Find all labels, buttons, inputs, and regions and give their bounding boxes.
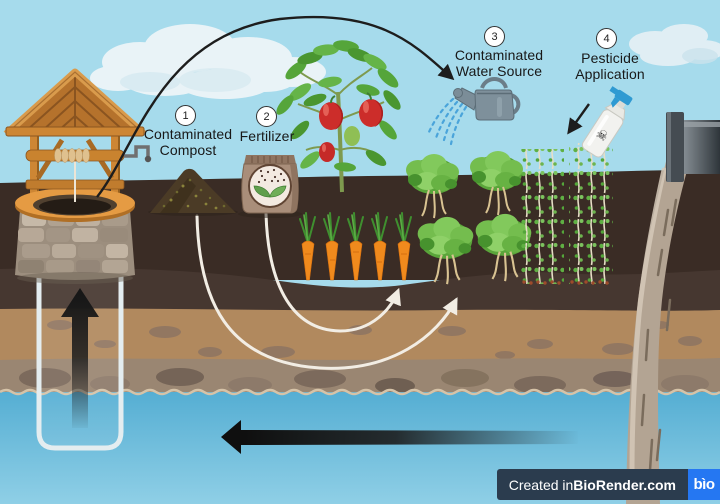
spray-bottle-icon: ☠ — [581, 86, 633, 158]
drain-pipe — [666, 112, 720, 182]
well-post-left — [30, 128, 39, 206]
well-crank — [124, 145, 150, 158]
well-casing — [36, 262, 124, 451]
watering-can-icon — [427, 77, 521, 146]
step-4-badge: 4 — [596, 28, 617, 49]
credit-brand: BioRender.com — [573, 476, 676, 493]
sand-layer — [0, 308, 720, 368]
step-2-label: Fertilizer — [239, 128, 295, 144]
cloud-left — [90, 24, 326, 99]
step-3-badge: 3 — [484, 26, 505, 47]
step-1-badge: 1 — [175, 105, 196, 126]
water-droplets — [427, 97, 468, 146]
credit-prefix: Created in — [508, 476, 574, 493]
arrow-well-to-watering-can — [96, 15, 455, 198]
wastewater-stream — [626, 152, 690, 504]
fertilizer-bag — [238, 155, 302, 218]
well-roof — [3, 68, 147, 137]
biorender-credit-bar: Created in BioRender.com — [496, 469, 688, 500]
step-3-label: Contaminated Water Source — [454, 47, 544, 79]
arrow-up-well — [61, 288, 99, 428]
carrot-row — [299, 212, 412, 281]
step-2-badge: 2 — [256, 106, 277, 127]
pepper-plant — [276, 40, 401, 193]
arrow-groundwater-flow — [221, 420, 578, 454]
peppers — [319, 92, 384, 162]
pepper-leaves — [276, 40, 401, 172]
step-4-label: Pesticide Application — [575, 50, 645, 82]
sand-pebbles — [47, 320, 702, 359]
seedling-rows — [521, 143, 613, 285]
arrow-fertilizer-leaching — [264, 212, 401, 333]
step-1-label: Contaminated Compost — [143, 126, 233, 158]
biorender-logo: bìo — [688, 469, 720, 500]
cloud-right — [629, 24, 720, 66]
leaching-arrows — [195, 212, 458, 370]
arrow-compost-leaching — [195, 214, 458, 370]
compost-pile — [148, 168, 238, 216]
seedling-bases — [522, 280, 609, 285]
arrow-spray-to-crops — [567, 103, 590, 135]
